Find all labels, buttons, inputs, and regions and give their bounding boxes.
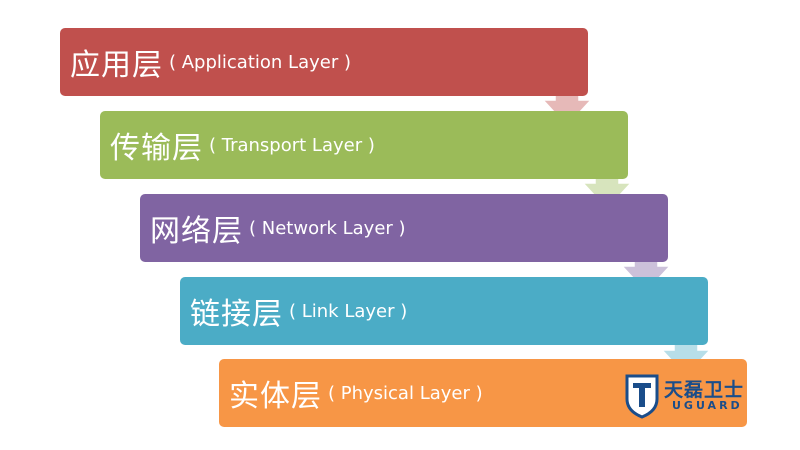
uguard-logo: 天磊卫士 UGUARD — [624, 373, 754, 419]
layer-en-label: ( Link Layer ) — [289, 300, 408, 322]
physical-layer-box: 实体层 ( Physical Layer ) — [219, 359, 747, 427]
layer-en-label: ( Network Layer ) — [249, 217, 406, 239]
application-layer-box: 应用层 ( Application Layer ) — [60, 28, 588, 96]
uguard-shield-logo-icon — [625, 374, 659, 419]
layer-cn-label: 链接层 — [190, 297, 283, 332]
link-layer-box: 链接层 ( Link Layer ) — [180, 277, 708, 345]
layer-cn-label: 应用层 — [70, 48, 163, 83]
layer-cn-label: 网络层 — [150, 214, 243, 249]
brand-name-cn: 天磊卫士 — [664, 379, 745, 401]
layer-en-label: ( Application Layer ) — [169, 51, 351, 73]
transport-layer-box: 传输层 ( Transport Layer ) — [100, 111, 628, 179]
layer-en-label: ( Physical Layer ) — [328, 382, 483, 404]
layer-cn-label: 实体层 — [229, 379, 322, 414]
network-layer-box: 网络层 ( Network Layer ) — [140, 194, 668, 262]
brand-name-en: UGUARD — [672, 399, 743, 412]
layer-en-label: ( Transport Layer ) — [209, 134, 375, 156]
layer-cn-label: 传输层 — [110, 131, 203, 166]
